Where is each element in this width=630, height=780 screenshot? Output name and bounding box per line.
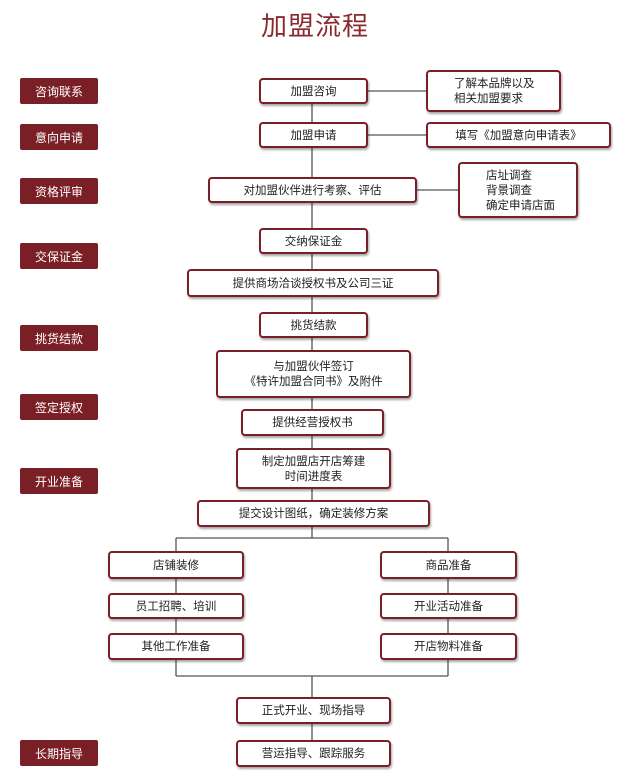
stage-license: 签定授权 [20, 394, 98, 420]
stage-consult: 咨询联系 [20, 78, 98, 104]
step-review: 对加盟伙伴进行考察、评估 [208, 177, 417, 203]
step-apply-note: 填写《加盟意向申请表》 [426, 122, 611, 148]
stage-prepare: 开业准备 [20, 468, 98, 494]
step-store-renovation: 店铺装修 [108, 551, 244, 579]
stage-review: 资格评审 [20, 178, 98, 204]
step-consult: 加盟咨询 [259, 78, 368, 104]
step-opening: 正式开业、现场指导 [236, 697, 391, 724]
step-goods-prep: 商品准备 [380, 551, 517, 579]
page-title: 加盟流程 [260, 12, 369, 42]
step-guidance: 营运指导、跟踪服务 [236, 740, 391, 767]
step-consult-note: 了解本品牌以及 相关加盟要求 [426, 70, 561, 112]
step-other-prep: 其他工作准备 [108, 633, 244, 660]
step-design: 提交设计图纸，确定装修方案 [197, 500, 430, 527]
stage-guidance: 长期指导 [20, 740, 98, 766]
step-license: 提供经营授权书 [241, 409, 384, 436]
step-event-prep: 开业活动准备 [380, 593, 517, 619]
step-materials-prep: 开店物料准备 [380, 633, 517, 660]
step-deposit: 交纳保证金 [259, 228, 368, 254]
step-review-note: 店址调查 背景调查 确定申请店面 [458, 162, 578, 218]
stage-deposit: 交保证金 [20, 243, 98, 269]
stage-apply: 意向申请 [20, 124, 98, 150]
step-auth-docs: 提供商场洽谈授权书及公司三证 [187, 269, 439, 297]
step-apply: 加盟申请 [259, 122, 368, 148]
step-sign: 与加盟伙伴签订 《特许加盟合同书》及附件 [216, 350, 411, 398]
step-schedule: 制定加盟店开店筹建 时间进度表 [236, 448, 391, 489]
stage-pick-goods: 挑货结款 [20, 325, 98, 351]
step-staff-training: 员工招聘、培训 [108, 593, 244, 619]
step-pick-goods: 挑货结款 [259, 312, 368, 338]
